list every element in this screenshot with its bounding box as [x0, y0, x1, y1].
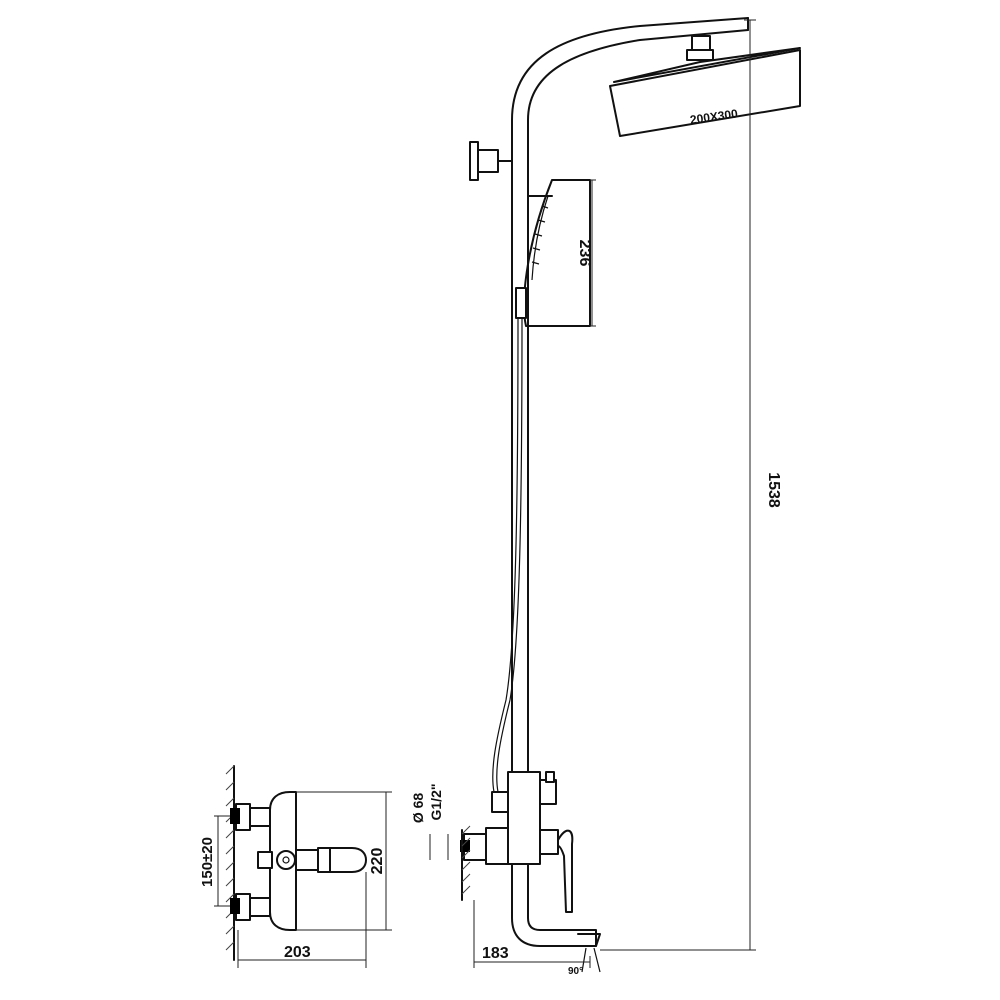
dimension-total-height: 1538 — [600, 19, 782, 951]
total-height-label: 1538 — [765, 472, 782, 508]
dimension-hand-shower: 236 — [576, 179, 596, 327]
mixer-body-side — [460, 771, 574, 913]
hand-shower — [515, 179, 591, 327]
wall-bracket — [469, 141, 513, 181]
dimension-mixer-height: 220 — [296, 791, 392, 931]
bath-spout — [511, 863, 601, 973]
dimension-mixer-depth: 203 — [237, 872, 367, 968]
dimension-inlet-distance: 150±20 — [199, 815, 230, 907]
spout-reach-label: 183 — [482, 945, 509, 962]
mixer-front-view — [230, 791, 367, 931]
hand-shower-length-label: 236 — [576, 240, 593, 267]
mixer-depth-label: 203 — [284, 944, 311, 961]
shower-hose — [492, 317, 523, 793]
dimension-thread: Ø 68 G1/2" — [410, 784, 449, 860]
thread-size-label: G1/2" — [428, 784, 444, 821]
mixer-height-label: 220 — [369, 848, 386, 875]
dimension-spout-reach: 183 90° — [473, 900, 591, 977]
overhead-shower-size-label: 200X300 — [689, 106, 739, 127]
wall-hatch-side — [461, 825, 471, 901]
spout-angle-label: 90° — [568, 966, 583, 977]
inlet-center-distance-label: 150±20 — [199, 837, 216, 887]
overhead-shower-head: 200X300 — [609, 35, 801, 137]
wall-hatch-front — [225, 765, 235, 961]
escutcheon-diameter-label: Ø 68 — [410, 793, 426, 824]
shower-column — [511, 17, 749, 856]
